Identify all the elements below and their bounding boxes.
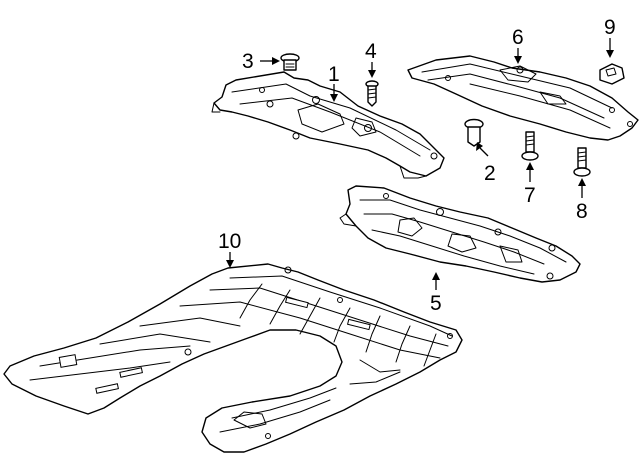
part-6-splash-shield — [407, 55, 639, 141]
callout-7: 7 — [524, 184, 536, 207]
part-4-screw — [365, 80, 379, 107]
part-7-bolt — [521, 131, 539, 161]
callout-3: 3 — [242, 50, 254, 73]
callout-1: 1 — [328, 63, 340, 86]
leader-lines — [226, 38, 614, 290]
part-5-splash-shield — [339, 185, 581, 283]
part-10-underbody-shield — [3, 263, 463, 453]
callout-9: 9 — [604, 16, 616, 39]
part-9-nut-clip — [599, 63, 625, 85]
callout-5: 5 — [430, 292, 442, 315]
part-8-bolt — [573, 147, 591, 177]
callout-4: 4 — [365, 40, 377, 63]
part-1-splash-shield — [211, 71, 445, 179]
part-2-push-pin — [464, 118, 484, 147]
callout-10: 10 — [218, 230, 241, 253]
callout-6: 6 — [512, 26, 524, 49]
part-3-push-clip — [280, 53, 300, 71]
callout-2: 2 — [484, 162, 496, 185]
callout-8: 8 — [576, 200, 588, 223]
